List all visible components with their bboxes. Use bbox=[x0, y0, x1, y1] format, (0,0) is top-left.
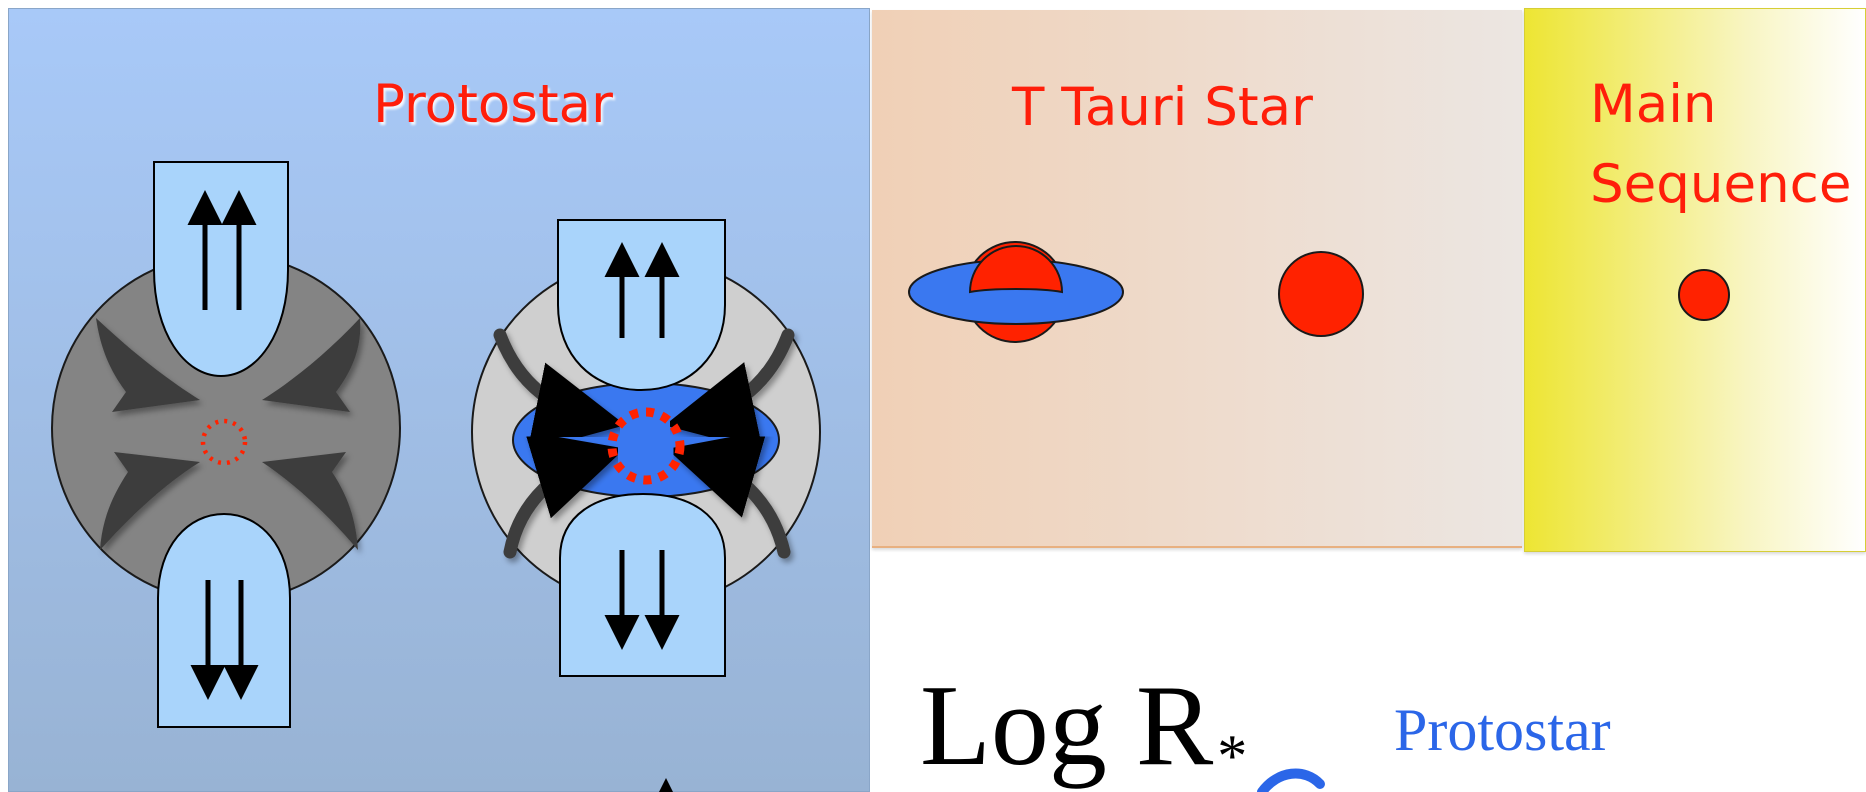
t-tauri-title: T Tauri Star bbox=[1012, 77, 1313, 138]
t-tauri-star-with-disk bbox=[908, 241, 1124, 343]
y-axis-subscript: * bbox=[1217, 723, 1248, 789]
infall-arrow-tr bbox=[664, 328, 795, 452]
late-protostar bbox=[471, 219, 821, 792]
outflow-lobe-top bbox=[153, 161, 289, 378]
protostar-track-curve bbox=[1257, 768, 1325, 792]
y-axis-label-text: Log R bbox=[920, 662, 1214, 790]
protostar-title: Protostar bbox=[373, 74, 613, 135]
t-tauri-star-upper bbox=[968, 245, 1064, 294]
infall-arrow-bl bbox=[100, 452, 200, 550]
infall-arrow-tr bbox=[262, 318, 361, 412]
outflow-lobe-bottom bbox=[559, 492, 726, 677]
outflow-lobe-bottom bbox=[157, 512, 291, 728]
early-protostar bbox=[51, 161, 401, 728]
main-sequence-star bbox=[1678, 269, 1730, 321]
infall-arrow-br bbox=[667, 430, 791, 559]
infall-arrow-br bbox=[262, 452, 358, 550]
infall-arrow-tl bbox=[493, 328, 626, 452]
t-tauri-star-diskless bbox=[1278, 251, 1364, 337]
outflow-lobe-top bbox=[557, 219, 726, 392]
main-sequence-title-line1: Main bbox=[1590, 74, 1717, 135]
infall-arrow-bl bbox=[503, 431, 625, 559]
protostar-track-label: Protostar bbox=[1394, 697, 1611, 763]
main-sequence-title-line2: Sequence bbox=[1590, 154, 1852, 215]
infall-arrow-tl bbox=[96, 318, 200, 412]
core-marker bbox=[200, 418, 248, 466]
core-marker bbox=[607, 407, 685, 485]
y-axis-label: Log R* bbox=[920, 668, 1247, 786]
